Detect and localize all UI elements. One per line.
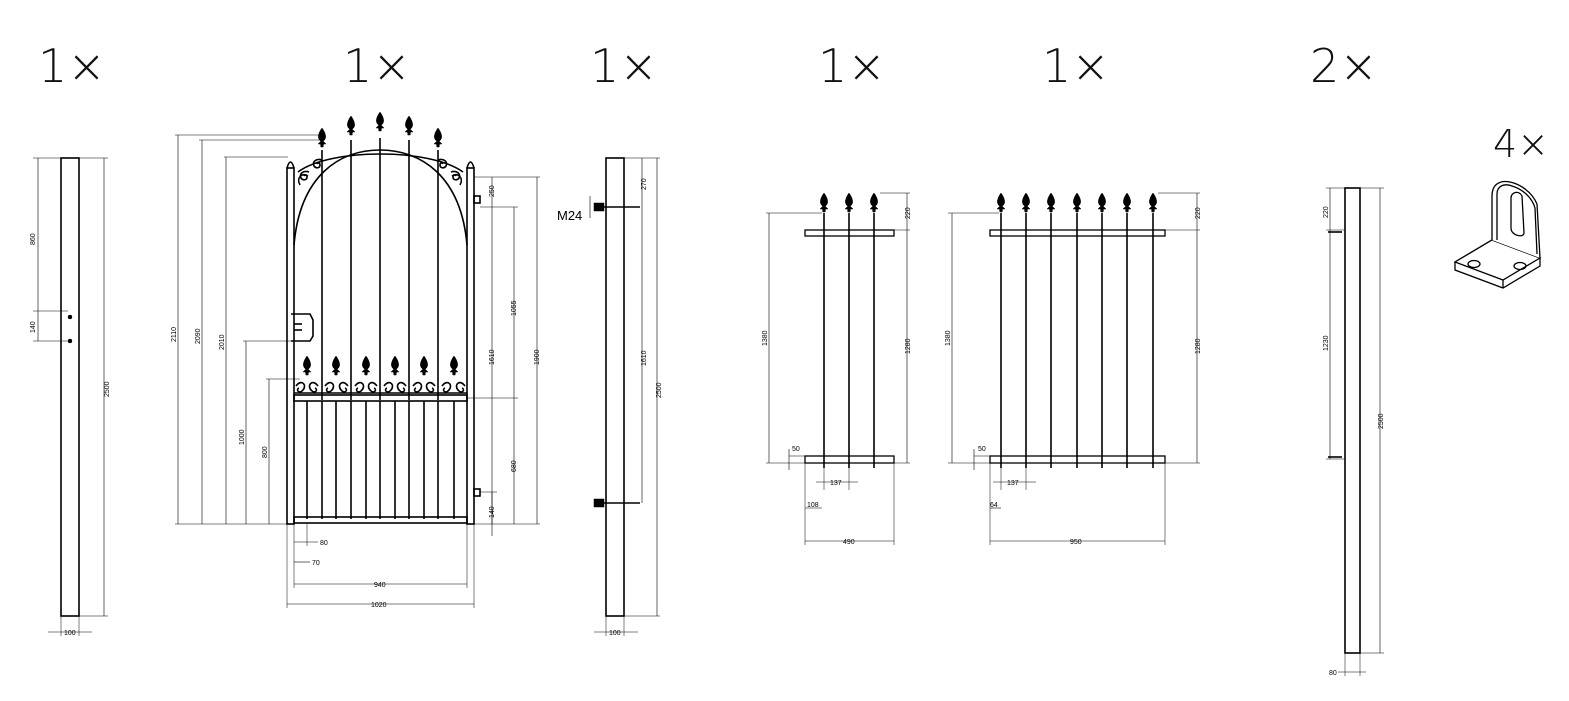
large-panel-dim-1380: 1380 [945, 330, 952, 346]
quantity-label-post-left: 1× [38, 39, 106, 93]
gate-dim-1055: 1055 [511, 300, 518, 316]
wall-post-dim-1230: 1230 [1323, 335, 1330, 351]
large-panel-dim-64: 64 [990, 502, 998, 509]
large-panel-dim-220: 220 [1195, 207, 1202, 219]
large-panel-dim-1280: 1280 [1195, 338, 1202, 354]
small-panel-dim-220: 220 [905, 207, 912, 219]
small-panel-dim-50: 50 [792, 446, 800, 453]
gate-dim-800: 800 [262, 446, 269, 458]
post-left-drawing [33, 157, 108, 636]
hinge-post-dim-100: 100 [609, 630, 621, 637]
gate-dim-1000: 1000 [239, 429, 246, 445]
post-left-dim-860: 860 [30, 233, 37, 245]
large-panel-dim-950: 950 [1070, 539, 1082, 546]
hinge-post-dim-2500: 2500 [656, 382, 663, 398]
gate-dim-1610: 1610 [489, 349, 496, 365]
quantity-label-bracket: 4× [1493, 122, 1549, 166]
small-panel-drawing [766, 192, 910, 545]
gate-drawing [175, 111, 540, 608]
small-panel-dim-1380: 1380 [762, 330, 769, 346]
gate-dim-140: 140 [489, 506, 496, 518]
wall-post-drawing [1326, 187, 1384, 676]
small-panel-dim-137: 137 [830, 480, 842, 487]
post-left-dim-100: 100 [64, 630, 76, 637]
gate-dim-70: 70 [312, 560, 320, 567]
quantity-label-wall-post: 2× [1310, 39, 1378, 93]
quantity-label-gate: 1× [343, 39, 411, 93]
quantity-label-small-panel: 1× [818, 39, 886, 93]
small-panel-dim-490: 490 [843, 539, 855, 546]
hinge-post-thread-label: M24 [557, 208, 582, 223]
gate-dim-1020: 1020 [371, 602, 387, 609]
gate-dim-2090: 2090 [195, 328, 202, 344]
large-panel-drawing [948, 192, 1200, 545]
gate-dim-80: 80 [320, 540, 328, 547]
gate-dim-250: 250 [489, 185, 496, 197]
gate-dim-680: 680 [511, 460, 518, 472]
gate-dim-2110: 2110 [171, 327, 178, 342]
small-panel-dim-1280: 1280 [905, 338, 912, 354]
wall-post-dim-220: 220 [1323, 206, 1330, 218]
gate-dim-2010: 2010 [219, 334, 226, 350]
small-panel-dim-108: 108 [807, 502, 819, 509]
large-panel-dim-137: 137 [1007, 480, 1019, 487]
gate-dim-940: 940 [374, 582, 386, 589]
large-panel-dim-50: 50 [978, 446, 986, 453]
hinge-post-dim-1610: 1610 [641, 350, 648, 366]
quantity-label-hinge-post: 1× [590, 39, 658, 93]
bracket-illustration [1453, 180, 1542, 289]
wall-post-dim-80: 80 [1329, 670, 1337, 677]
gate-dim-1900: 1900 [534, 349, 541, 365]
hinge-post-drawing [589, 157, 660, 636]
quantity-label-large-panel: 1× [1042, 39, 1110, 93]
post-left-dim-140: 140 [30, 321, 37, 333]
wall-post-dim-2500: 2500 [1378, 413, 1385, 429]
hinge-post-dim-270: 270 [641, 178, 648, 190]
post-left-dim-2500: 2500 [104, 381, 111, 397]
